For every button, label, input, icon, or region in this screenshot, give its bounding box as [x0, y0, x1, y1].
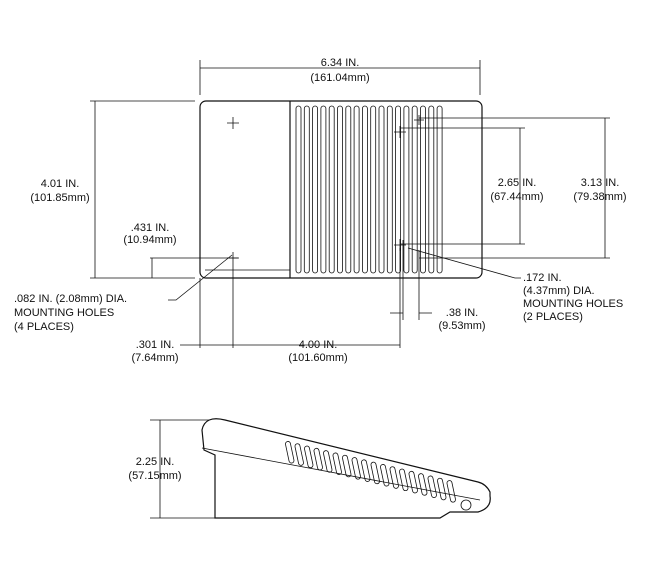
side-rib — [370, 461, 380, 485]
width-dimension-label: 6.34 IN. — [321, 57, 360, 69]
rib — [411, 105, 418, 274]
side-rib — [408, 470, 418, 494]
edge-offset-label: .301 IN. — [136, 339, 175, 351]
rib — [353, 105, 360, 274]
side-height-mm: (57.15mm) — [128, 470, 181, 482]
side-rib — [294, 443, 304, 466]
rib — [328, 105, 335, 274]
rib — [436, 105, 443, 274]
top-view: 6.34 IN. (161.04mm) 4.01 IN. (101.85mm) … — [14, 57, 627, 364]
hole-spacing-label: 4.00 IN. — [299, 339, 338, 351]
outer-height-mm: (79.38mm) — [573, 191, 626, 203]
pedal-side-outline — [201, 418, 491, 519]
side-rib — [380, 464, 390, 487]
side-rib — [342, 454, 352, 478]
rib-offset-mm: (9.53mm) — [438, 320, 485, 332]
rib — [370, 105, 377, 274]
side-rib — [285, 441, 295, 464]
hinge-screw-icon — [460, 499, 472, 511]
hole-spacing-mm: (101.60mm) — [288, 352, 347, 364]
edge-offset-mm: (7.64mm) — [131, 352, 178, 364]
rib — [337, 105, 343, 274]
small-holes-count: (4 PLACES) — [14, 321, 74, 333]
rib — [295, 105, 302, 274]
side-rib — [304, 445, 314, 469]
height-dimension-mm: (101.85mm) — [30, 192, 89, 204]
rib — [386, 105, 393, 274]
side-rib — [323, 450, 333, 473]
large-holes-label: .172 IN. — [523, 272, 562, 284]
large-holes-count: (2 PLACES) — [523, 311, 583, 323]
side-rib — [399, 468, 409, 492]
inner-height-label: 2.65 IN. — [498, 177, 537, 189]
side-rib — [427, 475, 437, 498]
rib — [345, 105, 352, 274]
rib — [395, 105, 402, 274]
large-holes-dia: (4.37mm) DIA. — [523, 285, 595, 297]
side-rib — [418, 473, 428, 496]
rib — [303, 105, 310, 274]
inner-height-mm: (67.44mm) — [490, 191, 543, 203]
side-rib — [446, 480, 456, 503]
outer-height-label: 3.13 IN. — [581, 177, 620, 189]
side-ribs — [285, 441, 456, 503]
rib — [320, 105, 327, 274]
rib — [361, 105, 368, 274]
hole-offset-mm: (10.94mm) — [123, 234, 176, 246]
side-rib — [332, 452, 342, 475]
side-rib — [313, 447, 323, 471]
rib — [378, 105, 385, 274]
large-holes-type: MOUNTING HOLES — [523, 298, 623, 310]
rib — [312, 105, 319, 274]
height-dimension-label: 4.01 IN. — [41, 178, 80, 190]
side-rib — [437, 477, 447, 501]
width-dimension-mm: (161.04mm) — [310, 72, 369, 84]
side-rib — [361, 459, 371, 482]
side-rib — [351, 457, 361, 480]
side-height-label: 2.25 IN. — [136, 456, 175, 468]
small-holes-label: .082 IN. (2.08mm) DIA. — [14, 293, 127, 305]
side-view: 2.25 IN. (57.15mm) — [128, 418, 491, 519]
pedal-ribs — [295, 105, 443, 274]
hole-offset-label: .431 IN. — [131, 222, 170, 234]
pedal-body-outline — [199, 100, 483, 279]
rib — [403, 105, 410, 274]
rib — [420, 105, 426, 274]
rib — [428, 105, 435, 274]
rib-offset-label: .38 IN. — [446, 307, 478, 319]
small-holes-type: MOUNTING HOLES — [14, 307, 114, 319]
side-rib — [389, 466, 399, 489]
